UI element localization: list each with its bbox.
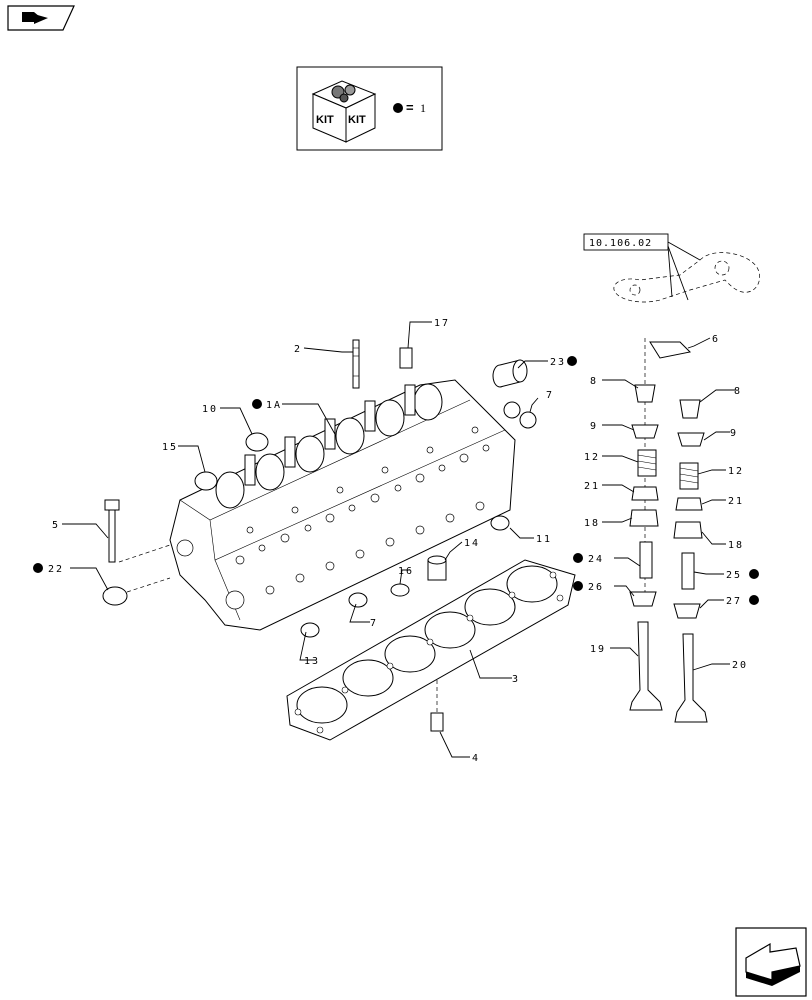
callout-7-lower[interactable]: 7 [370,618,378,629]
callout-21-right[interactable]: 21 [728,496,744,507]
kit-box-icon [311,80,377,143]
cam-bushing-part [492,359,528,388]
next-page-arrow-icon[interactable] [735,927,807,997]
callout-19[interactable]: 19 [590,644,606,655]
cup-plug-14-part [427,555,447,581]
callout-27[interactable]: 27 [726,596,742,607]
callout-17[interactable]: 17 [434,318,450,329]
kit-equals: = [406,100,414,115]
bolt-part [104,499,171,563]
kit-dot-marker [393,103,403,113]
callout-12-left[interactable]: 12 [584,452,600,463]
callout-22[interactable]: 22 [48,564,64,575]
plug-13-part [300,622,320,638]
cylinder-head [169,379,516,631]
callout-26[interactable]: 26 [588,582,604,593]
callout-5[interactable]: 5 [52,520,60,531]
dowel-4-part [430,680,444,732]
sleeve-15-part [194,471,218,491]
reference-link[interactable]: 10.106.02 [583,233,669,251]
page-flip-icon[interactable] [7,5,75,31]
head-holes [176,426,490,610]
callout-24[interactable]: 24 [588,554,604,565]
valve-train-left [629,338,663,711]
kit-marker-24 [573,553,583,563]
kit-marker-22 [33,563,43,573]
callout-6[interactable]: 6 [712,334,720,345]
bushing-10-part [245,432,269,452]
kit-marker-1A [252,399,262,409]
callout-7-upper[interactable]: 7 [546,390,554,401]
kit-marker-25 [749,569,759,579]
plug-7-lower-part [348,592,368,608]
kit-label-left: KIT [316,114,334,126]
kit-label-right: KIT [348,114,366,126]
callout-1A[interactable]: 1A [266,400,282,411]
callout-14[interactable]: 14 [464,538,480,549]
plug-pair-part [503,401,537,429]
valve-train-right [673,399,708,723]
callout-12-right[interactable]: 12 [728,466,744,477]
kit-value: 1 [420,101,426,115]
callout-10[interactable]: 10 [202,404,218,415]
plug-16-part [390,583,410,597]
callout-4[interactable]: 4 [472,753,480,764]
kit-marker-26 [573,581,583,591]
rocker-arm-phantom [613,241,760,303]
callout-9-left[interactable]: 9 [590,421,598,432]
seal-ring-22-part [102,577,171,606]
callout-25[interactable]: 25 [726,570,742,581]
leader-lines [62,321,735,758]
callout-21-left[interactable]: 21 [584,481,600,492]
callout-18-right[interactable]: 18 [728,540,744,551]
rocker-pad-6-part [649,341,692,359]
kit-marker-23 [567,356,577,366]
stud-part [352,339,360,389]
callout-23[interactable]: 23 [550,357,566,368]
kit-legend: KIT KIT = 1 [296,66,443,151]
callout-20[interactable]: 20 [732,660,748,671]
callout-3[interactable]: 3 [512,674,520,685]
callout-11[interactable]: 11 [536,534,552,545]
callout-8-right[interactable]: 8 [734,386,742,397]
callout-2[interactable]: 2 [294,344,302,355]
head-gasket [286,559,576,741]
callout-8-left[interactable]: 8 [590,376,598,387]
callout-9-right[interactable]: 9 [730,428,738,439]
callout-15[interactable]: 15 [162,442,178,453]
callout-13[interactable]: 13 [304,656,320,667]
callout-labels: 1A 2 3 4 5 6 7 7 8 8 9 9 10 11 12 12 13 … [33,318,759,764]
reference-box-label: 10.106.02 [589,238,652,249]
callout-18-left[interactable]: 18 [584,518,600,529]
dowel-part [399,347,413,369]
kit-marker-27 [749,595,759,605]
plug-11-part [490,515,510,531]
callout-16[interactable]: 16 [398,566,414,577]
cam-bore-pockets [215,383,443,509]
